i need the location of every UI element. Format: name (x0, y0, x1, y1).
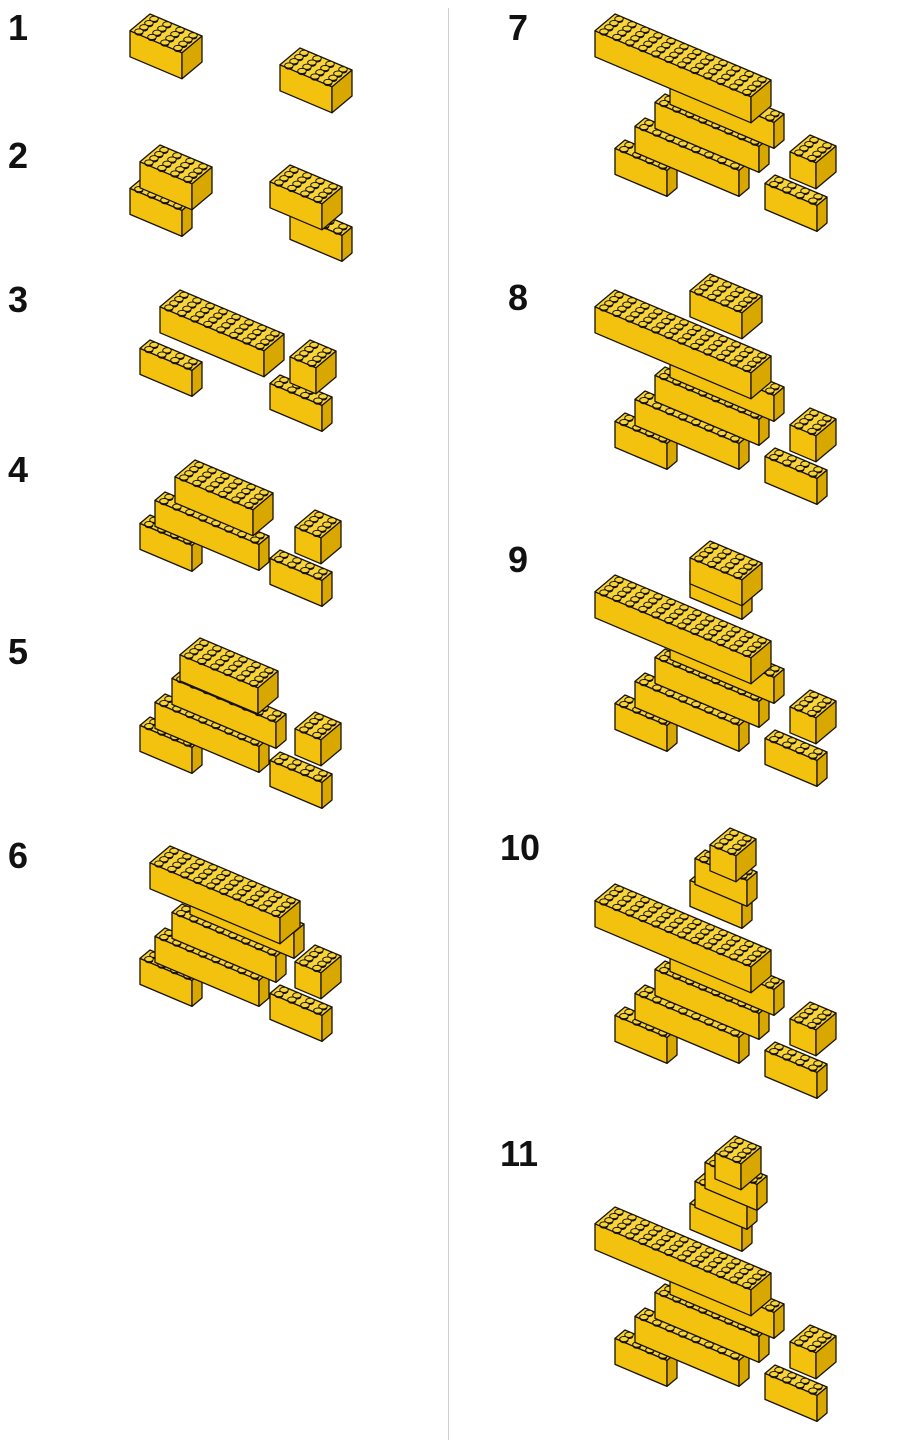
step-number-5: 5 (8, 634, 28, 670)
step-10-illustration (585, 822, 900, 1122)
brick-build-icon (120, 270, 410, 440)
brick (790, 1325, 836, 1379)
brick-build-icon (120, 830, 410, 1065)
brick-build-icon (585, 1130, 900, 1445)
step-7-illustration (585, 0, 900, 262)
step-number-2: 2 (8, 138, 28, 174)
step-number-4: 4 (8, 452, 28, 488)
step-8-illustration (585, 268, 900, 530)
step-9-illustration (585, 535, 900, 810)
brick-build-icon (585, 0, 900, 262)
brick-build-icon (585, 822, 900, 1122)
step-number-8: 8 (508, 280, 528, 316)
brick-build-icon (120, 622, 410, 827)
brick (790, 135, 836, 189)
step-11-illustration (585, 1130, 900, 1445)
brick (280, 48, 352, 113)
brick-build-icon (120, 440, 410, 615)
brick-build-icon (585, 268, 900, 530)
brick-build-icon (120, 0, 410, 135)
brick (295, 945, 341, 999)
step-2-illustration (120, 125, 410, 280)
step-number-11: 11 (500, 1136, 538, 1172)
step-number-6: 6 (8, 838, 28, 874)
column-divider (448, 8, 449, 1440)
step-4-illustration (120, 440, 410, 615)
brick (790, 408, 836, 462)
step-3-illustration (120, 270, 410, 440)
step-number-1: 1 (8, 10, 28, 46)
step-number-9: 9 (508, 542, 528, 578)
step-6-illustration (120, 830, 410, 1065)
brick (140, 340, 202, 396)
brick (130, 14, 202, 79)
step-5-illustration (120, 622, 410, 827)
brick (295, 712, 341, 766)
brick (290, 340, 336, 394)
brick (790, 1002, 836, 1056)
brick-build-icon (120, 125, 410, 280)
step-1-illustration (120, 0, 410, 135)
brick-build-icon (585, 535, 900, 810)
step-number-7: 7 (508, 10, 528, 46)
step-number-10: 10 (500, 830, 540, 866)
brick (790, 690, 836, 744)
step-number-3: 3 (8, 282, 28, 318)
brick (270, 165, 342, 230)
brick (295, 510, 341, 564)
